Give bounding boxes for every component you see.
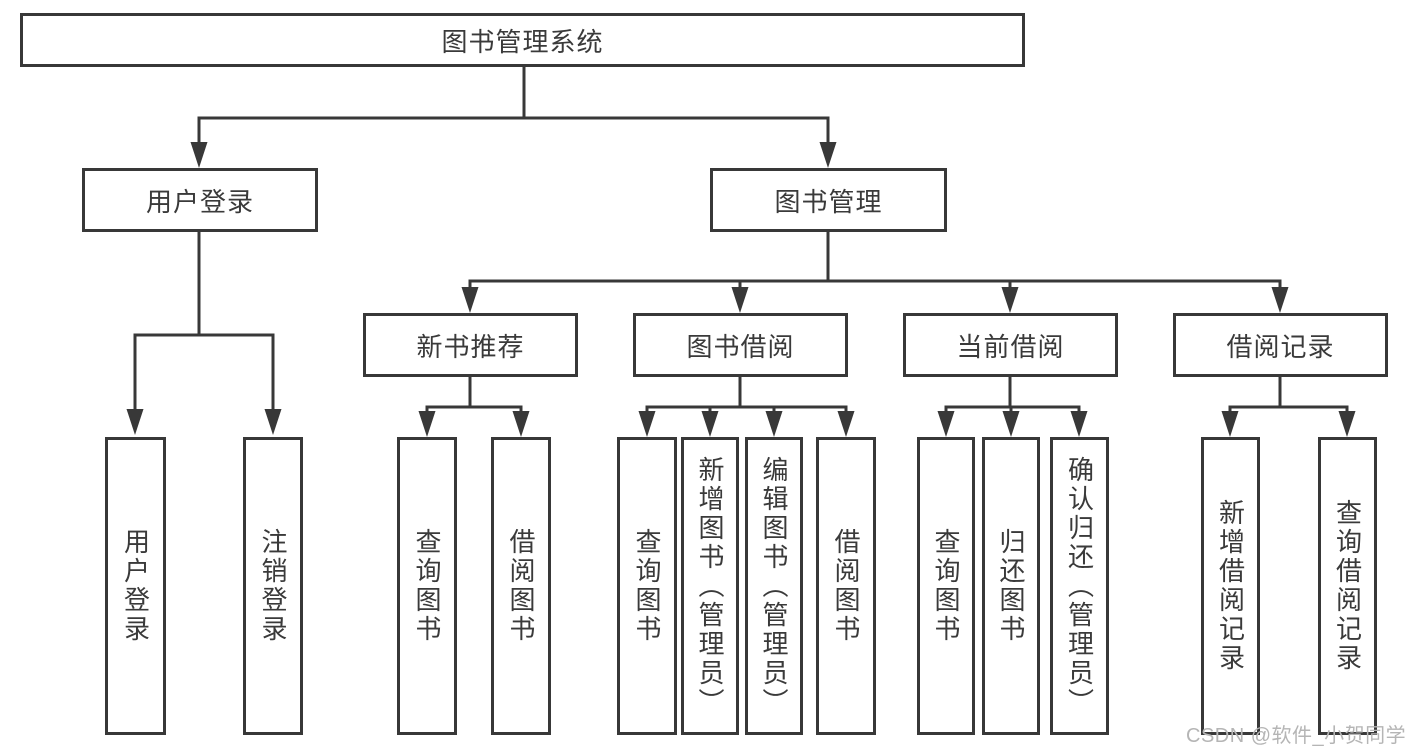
leaf-current-query: 查询图书	[917, 437, 975, 735]
edges-root-to-level2	[190, 67, 837, 168]
leaf-add-borrow-record: 新增借阅记录	[1201, 437, 1260, 735]
leaf-query-borrow-record: 查询借阅记录	[1318, 437, 1377, 735]
leaf-confirm-return-admin: 确认归还（管理员）	[1050, 437, 1109, 735]
leaf-add-book-admin-label: 新增图书（管理员）	[695, 455, 725, 717]
node-book-borrow: 图书借阅	[633, 313, 848, 377]
leaf-confirm-return-admin-label: 确认归还（管理员）	[1064, 455, 1095, 717]
leaf-new-books-borrow-label: 借阅图书	[506, 528, 536, 644]
leaf-current-query-label: 查询图书	[931, 528, 961, 644]
node-borrow-records: 借阅记录	[1173, 313, 1388, 377]
leaf-query-borrow-record-label: 查询借阅记录	[1332, 499, 1363, 673]
leaf-user-login-label: 用户登录	[120, 528, 151, 644]
leaf-edit-book-admin: 编辑图书（管理员）	[745, 437, 803, 735]
leaf-new-books-query-label: 查询图书	[412, 528, 442, 644]
node-book-borrow-label: 图书借阅	[686, 331, 795, 362]
edges-current-borrow-group	[937, 377, 1088, 437]
edges-book-borrow-group	[638, 377, 855, 437]
leaf-return-book-label: 归还图书	[996, 528, 1026, 644]
leaf-borrow-book-label: 借阅图书	[831, 528, 861, 644]
node-library-system-label: 图书管理系统	[441, 26, 604, 57]
leaf-borrow-book: 借阅图书	[816, 437, 876, 735]
leaf-logout: 注销登录	[243, 437, 303, 735]
leaf-new-books-borrow: 借阅图书	[491, 437, 551, 735]
leaf-edit-book-admin-label: 编辑图书（管理员）	[759, 455, 789, 717]
node-new-books: 新书推荐	[363, 313, 578, 377]
leaf-add-borrow-record-label: 新增借阅记录	[1215, 499, 1246, 673]
leaf-user-login: 用户登录	[105, 437, 166, 735]
node-library-system: 图书管理系统	[20, 13, 1025, 67]
node-new-books-label: 新书推荐	[416, 331, 525, 362]
node-borrow-records-label: 借阅记录	[1226, 331, 1335, 362]
node-current-borrow-label: 当前借阅	[956, 331, 1065, 362]
node-book-management-label: 图书管理	[774, 186, 883, 217]
leaf-logout-label: 注销登录	[258, 528, 288, 644]
leaf-borrow-query: 查询图书	[617, 437, 677, 735]
edges-user-login-group	[126, 232, 282, 435]
leaf-add-book-admin: 新增图书（管理员）	[681, 437, 739, 735]
leaf-return-book: 归还图书	[982, 437, 1040, 735]
edges-borrow-records-group	[1221, 377, 1356, 437]
node-book-management: 图书管理	[710, 168, 947, 232]
node-current-borrow: 当前借阅	[903, 313, 1118, 377]
node-user-login: 用户登录	[82, 168, 318, 232]
leaf-borrow-query-label: 查询图书	[632, 528, 662, 644]
edges-new-books-group	[418, 377, 530, 437]
edges-book-management-group	[461, 232, 1289, 313]
node-user-login-label: 用户登录	[145, 186, 254, 217]
watermark-text: CSDN @软件_小贺同学	[1186, 725, 1405, 747]
leaf-new-books-query: 查询图书	[397, 437, 457, 735]
